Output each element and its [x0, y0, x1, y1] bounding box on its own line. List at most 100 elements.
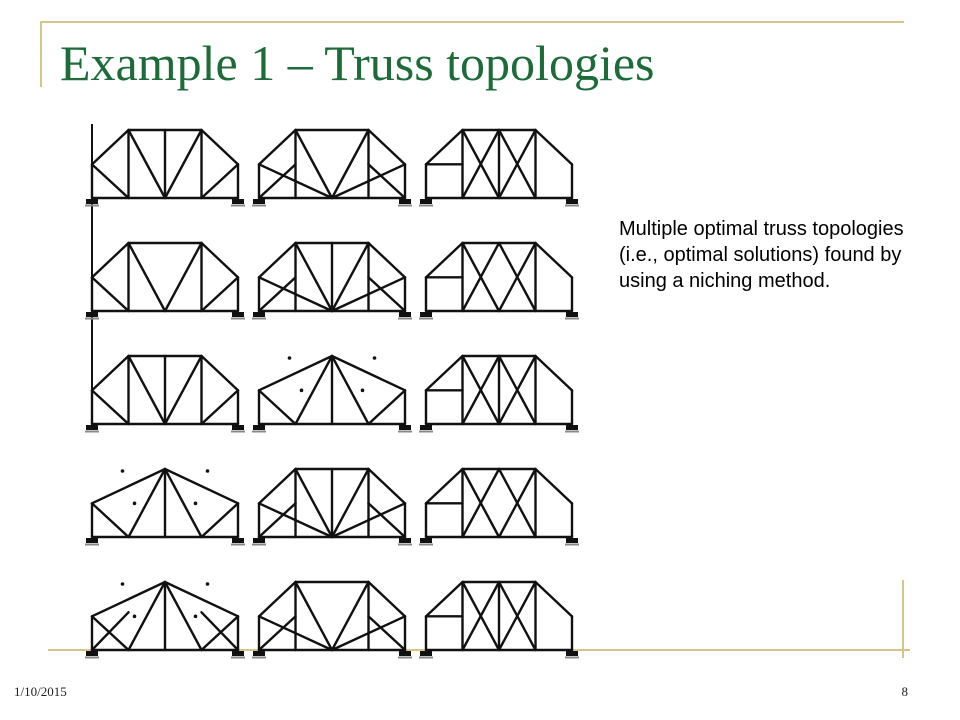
truss-support [253, 651, 265, 656]
truss-support [399, 538, 411, 543]
truss-member [294, 128, 334, 200]
truss-member [330, 615, 407, 652]
truss-support [253, 312, 265, 317]
truss-member [497, 580, 537, 652]
truss-member [497, 354, 537, 426]
truss-member [367, 502, 407, 539]
truss-member [257, 163, 297, 200]
truss-member [367, 615, 407, 652]
truss-member [163, 241, 203, 313]
truss-member [424, 128, 464, 166]
truss-member [257, 467, 297, 505]
truss-member [90, 615, 130, 652]
truss-11 [419, 467, 579, 546]
truss-member [257, 128, 297, 166]
truss-member [294, 580, 334, 652]
truss-support [253, 538, 265, 543]
truss-node [120, 582, 125, 586]
truss-member [257, 163, 334, 200]
truss-member [90, 580, 167, 618]
truss-support [566, 538, 578, 543]
truss-member [461, 241, 501, 313]
truss-grid [85, 128, 579, 659]
truss-member [367, 580, 407, 618]
truss-member [90, 389, 130, 426]
truss-member [90, 276, 130, 313]
frame-left-rule [40, 21, 42, 87]
truss-member [330, 354, 370, 426]
truss-7 [252, 354, 412, 433]
truss-member [257, 580, 297, 618]
truss-member [497, 467, 537, 539]
truss-member [257, 502, 297, 539]
truss-member [534, 128, 574, 166]
truss-member [424, 354, 464, 392]
truss-member [330, 163, 407, 200]
truss-support [232, 199, 244, 204]
truss-member [200, 163, 240, 200]
truss-support [399, 312, 411, 317]
truss-member [330, 467, 370, 539]
truss-member [367, 128, 407, 166]
truss-member [200, 241, 240, 279]
figure-caption: Multiple optimal truss topologies (i.e.,… [619, 218, 904, 292]
truss-14 [419, 580, 579, 659]
truss-4 [252, 241, 412, 320]
truss-member [127, 580, 167, 652]
truss-support [232, 651, 244, 656]
truss-member [330, 580, 370, 652]
truss-support [232, 425, 244, 430]
truss-member [127, 128, 167, 200]
truss-member [127, 241, 167, 313]
truss-member [200, 611, 240, 652]
truss-node [120, 469, 125, 473]
truss-member [534, 467, 574, 505]
truss-member [257, 389, 297, 426]
slide-title: Example 1 – Truss topologies [60, 35, 655, 91]
truss-member [534, 241, 574, 279]
truss-3 [85, 241, 245, 320]
truss-member [200, 502, 240, 539]
truss-member [127, 354, 167, 426]
truss-node [360, 388, 365, 393]
truss-0 [85, 128, 245, 207]
truss-support [86, 312, 98, 317]
truss-node [132, 501, 137, 506]
truss-member [497, 241, 537, 313]
truss-member [257, 615, 297, 652]
truss-node [205, 582, 210, 586]
truss-member [200, 354, 240, 392]
truss-member [163, 580, 240, 618]
truss-member [257, 241, 297, 279]
truss-support [399, 651, 411, 656]
truss-member [163, 580, 203, 652]
truss-support [86, 425, 98, 430]
truss-support [566, 651, 578, 656]
truss-member [200, 615, 240, 652]
truss-member [90, 128, 130, 166]
truss-node [299, 388, 304, 393]
truss-support [86, 199, 98, 204]
truss-member [257, 354, 334, 392]
truss-member [257, 615, 334, 652]
truss-node [132, 614, 137, 619]
truss-member [330, 502, 407, 539]
truss-support [420, 425, 432, 430]
truss-8 [419, 354, 579, 433]
truss-member [90, 467, 167, 505]
truss-member [367, 241, 407, 279]
truss-topologies-figure [85, 124, 579, 659]
truss-member [534, 354, 574, 392]
truss-support [420, 312, 432, 317]
truss-node [193, 614, 198, 619]
truss-member [294, 241, 334, 313]
truss-node [372, 356, 377, 360]
truss-member [330, 276, 407, 313]
truss-support [253, 199, 265, 204]
truss-member [461, 580, 501, 652]
truss-member [534, 580, 574, 618]
truss-support [86, 651, 98, 656]
truss-12 [85, 580, 245, 659]
truss-node [193, 501, 198, 506]
truss-6 [85, 354, 245, 433]
